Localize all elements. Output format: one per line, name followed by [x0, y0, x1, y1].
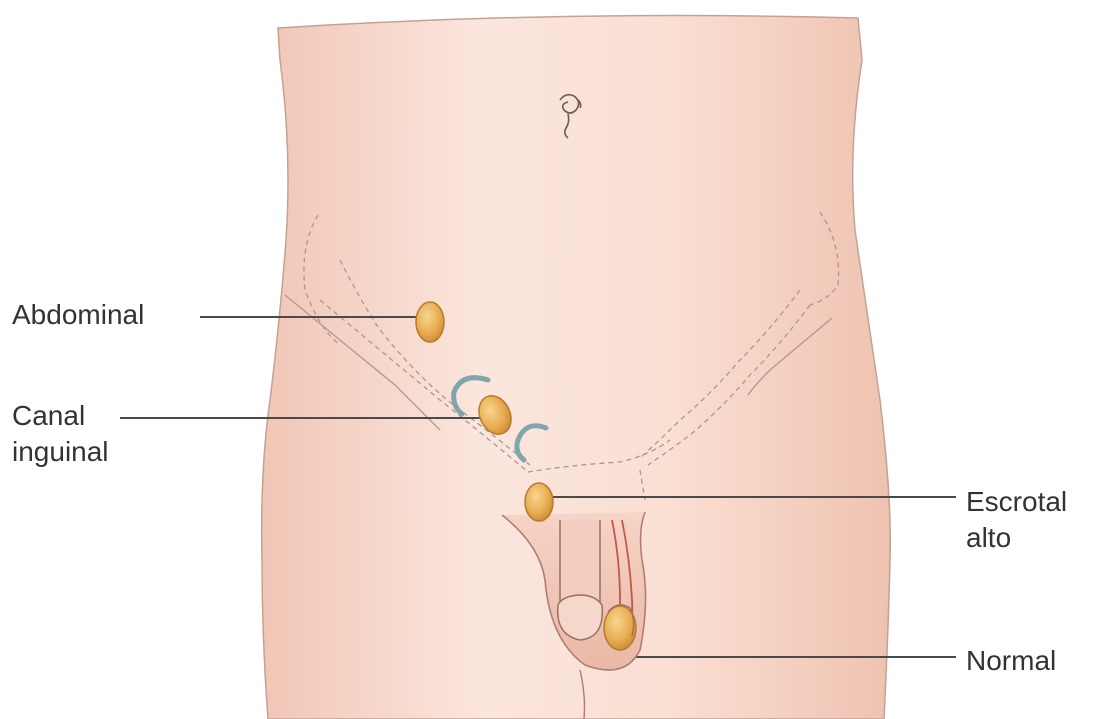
- label-normal-text: Normal: [966, 643, 1056, 679]
- label-escrotal-alto: Escrotal alto: [966, 484, 1067, 556]
- label-canal-inguinal: Canal inguinal: [12, 398, 109, 470]
- label-escrotal-line2: alto: [966, 520, 1067, 556]
- label-abdominal: Abdominal: [12, 297, 144, 333]
- label-escrotal-line1: Escrotal: [966, 484, 1067, 520]
- label-normal: Normal: [966, 643, 1056, 679]
- testis-escrotal-alto: [525, 483, 553, 521]
- label-canal-line2: inguinal: [12, 434, 109, 470]
- label-canal-line1: Canal: [12, 398, 109, 434]
- label-abdominal-text: Abdominal: [12, 297, 144, 333]
- testis-abdominal: [416, 302, 444, 342]
